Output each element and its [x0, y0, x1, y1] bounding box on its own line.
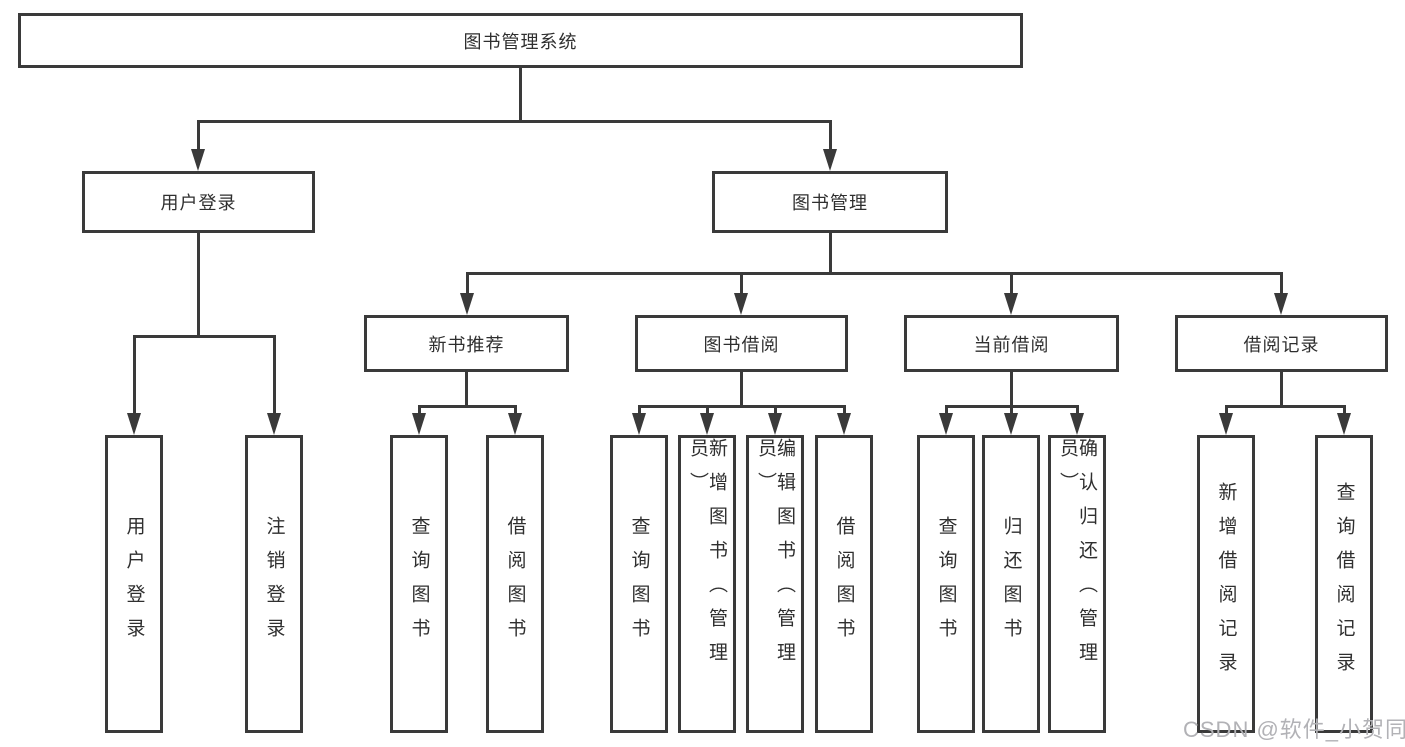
arrow-down-icon [460, 293, 474, 315]
connector-to-leaf [638, 405, 641, 417]
leaf-query-borrow-record: 查询借阅记录 [1315, 435, 1373, 733]
node-current-borrowing-label: 当前借阅 [973, 334, 1050, 355]
node-book-management-label: 图书管理 [792, 193, 868, 213]
leaf-query-borrow-record-label: 查询借阅记录 [1333, 482, 1355, 686]
connector-root-to-book-management [829, 120, 832, 151]
arrow-down-icon [734, 293, 748, 315]
node-current-borrowing: 当前借阅 [904, 315, 1119, 372]
node-new-book-recommend-label: 新书推荐 [428, 334, 505, 355]
leaf-borrow-books-recommend-label: 借阅图书 [504, 516, 526, 652]
arrow-down-icon [127, 413, 141, 435]
connector-to-leaf [843, 405, 846, 417]
leaf-logout: 注销登录 [245, 435, 303, 733]
leaf-confirm-return-admin: 确认归还（管理员） [1048, 435, 1106, 733]
node-new-book-recommend: 新书推荐 [364, 315, 569, 372]
arrow-down-icon [267, 413, 281, 435]
arrow-down-icon [1004, 293, 1018, 315]
arrow-down-icon [508, 413, 522, 435]
connector-borrow-records-trunk [1280, 372, 1283, 405]
connector-to-leaf [1225, 405, 1228, 417]
node-root-label: 图书管理系统 [463, 31, 578, 52]
leaf-return-books: 归还图书 [982, 435, 1040, 733]
leaf-query-books-current: 查询图书 [917, 435, 975, 733]
connector-to-leaf [514, 405, 517, 417]
arrow-down-icon [1004, 413, 1018, 435]
leaf-edit-book-admin-label: 编辑图书（管理员） [755, 438, 795, 676]
arrow-down-icon [700, 413, 714, 435]
arrow-down-icon [412, 413, 426, 435]
node-root: 图书管理系统 [18, 13, 1023, 68]
connector-new-book-recommend-trunk [465, 372, 468, 405]
leaf-query-books-current-label: 查询图书 [935, 516, 957, 652]
arrow-down-icon [632, 413, 646, 435]
connector-user-login-rail [133, 335, 275, 338]
connector-user-login-trunk [197, 233, 200, 335]
connector-book-management-trunk [829, 233, 832, 272]
connector-to-leaf [1010, 405, 1013, 417]
arrow-down-icon [823, 149, 837, 171]
connector-to-leaf [1076, 405, 1079, 417]
connector-to-leaf [945, 405, 948, 417]
leaf-query-books-recommend-label: 查询图书 [408, 516, 430, 652]
arrow-down-icon [939, 413, 953, 435]
connector-to-leaf [1343, 405, 1346, 417]
leaf-confirm-return-admin-label: 确认归还（管理员） [1057, 438, 1097, 676]
node-book-borrowing-label: 图书借阅 [703, 334, 780, 355]
leaf-return-books-label: 归还图书 [1000, 516, 1022, 652]
leaf-add-borrow-record: 新增借阅记录 [1197, 435, 1255, 733]
node-borrow-records: 借阅记录 [1175, 315, 1388, 372]
node-book-borrowing: 图书借阅 [635, 315, 848, 372]
leaf-query-books-borrowing: 查询图书 [610, 435, 668, 733]
connector-root-trunk [519, 68, 522, 120]
connector-root-rail [197, 120, 831, 123]
connector-to-borrow-records [1280, 272, 1283, 295]
connector-borrow-records-rail [1225, 405, 1345, 408]
leaf-add-borrow-record-label: 新增借阅记录 [1215, 482, 1237, 686]
leaf-query-books-borrowing-label: 查询图书 [628, 516, 650, 652]
node-user-login: 用户登录 [82, 171, 315, 233]
csdn-watermark: CSDN @软件_小贺同学 [1183, 717, 1405, 742]
arrow-down-icon [768, 413, 782, 435]
connector-to-current-borrowing [1010, 272, 1013, 295]
arrow-down-icon [1219, 413, 1233, 435]
leaf-edit-book-admin: 编辑图书（管理员） [746, 435, 804, 733]
connector-new-book-recommend-rail [418, 405, 516, 408]
connector-to-book-borrowing [740, 272, 743, 295]
leaf-user-login: 用户登录 [105, 435, 163, 733]
arrow-down-icon [1070, 413, 1084, 435]
connector-to-leaf [418, 405, 421, 417]
connector-book-borrowing-trunk [740, 372, 743, 405]
connector-to-new-book-recommend [466, 272, 469, 295]
connector-to-leaf [706, 405, 709, 417]
node-book-management: 图书管理 [712, 171, 948, 233]
connector-to-leaf-user-login [133, 335, 136, 415]
connector-to-leaf [774, 405, 777, 417]
leaf-user-login-label: 用户登录 [123, 516, 145, 652]
node-borrow-records-label: 借阅记录 [1243, 334, 1320, 355]
connector-book-borrowing-rail [638, 405, 845, 408]
leaf-logout-label: 注销登录 [263, 516, 285, 652]
connector-root-to-user-login [197, 120, 200, 151]
connector-current-borrowing-trunk [1010, 372, 1013, 405]
arrow-down-icon [191, 149, 205, 171]
node-user-login-label: 用户登录 [160, 193, 237, 213]
leaf-borrow-books-label: 借阅图书 [833, 516, 855, 652]
leaf-borrow-books: 借阅图书 [815, 435, 873, 733]
leaf-add-book-admin-label: 新增图书（管理员） [687, 438, 727, 676]
arrow-down-icon [1274, 293, 1288, 315]
arrow-down-icon [1337, 413, 1351, 435]
arrow-down-icon [837, 413, 851, 435]
leaf-borrow-books-recommend: 借阅图书 [486, 435, 544, 733]
connector-to-leaf-logout [273, 335, 276, 415]
leaf-query-books-recommend: 查询图书 [390, 435, 448, 733]
connector-book-management-rail [466, 272, 1282, 275]
leaf-add-book-admin: 新增图书（管理员） [678, 435, 736, 733]
